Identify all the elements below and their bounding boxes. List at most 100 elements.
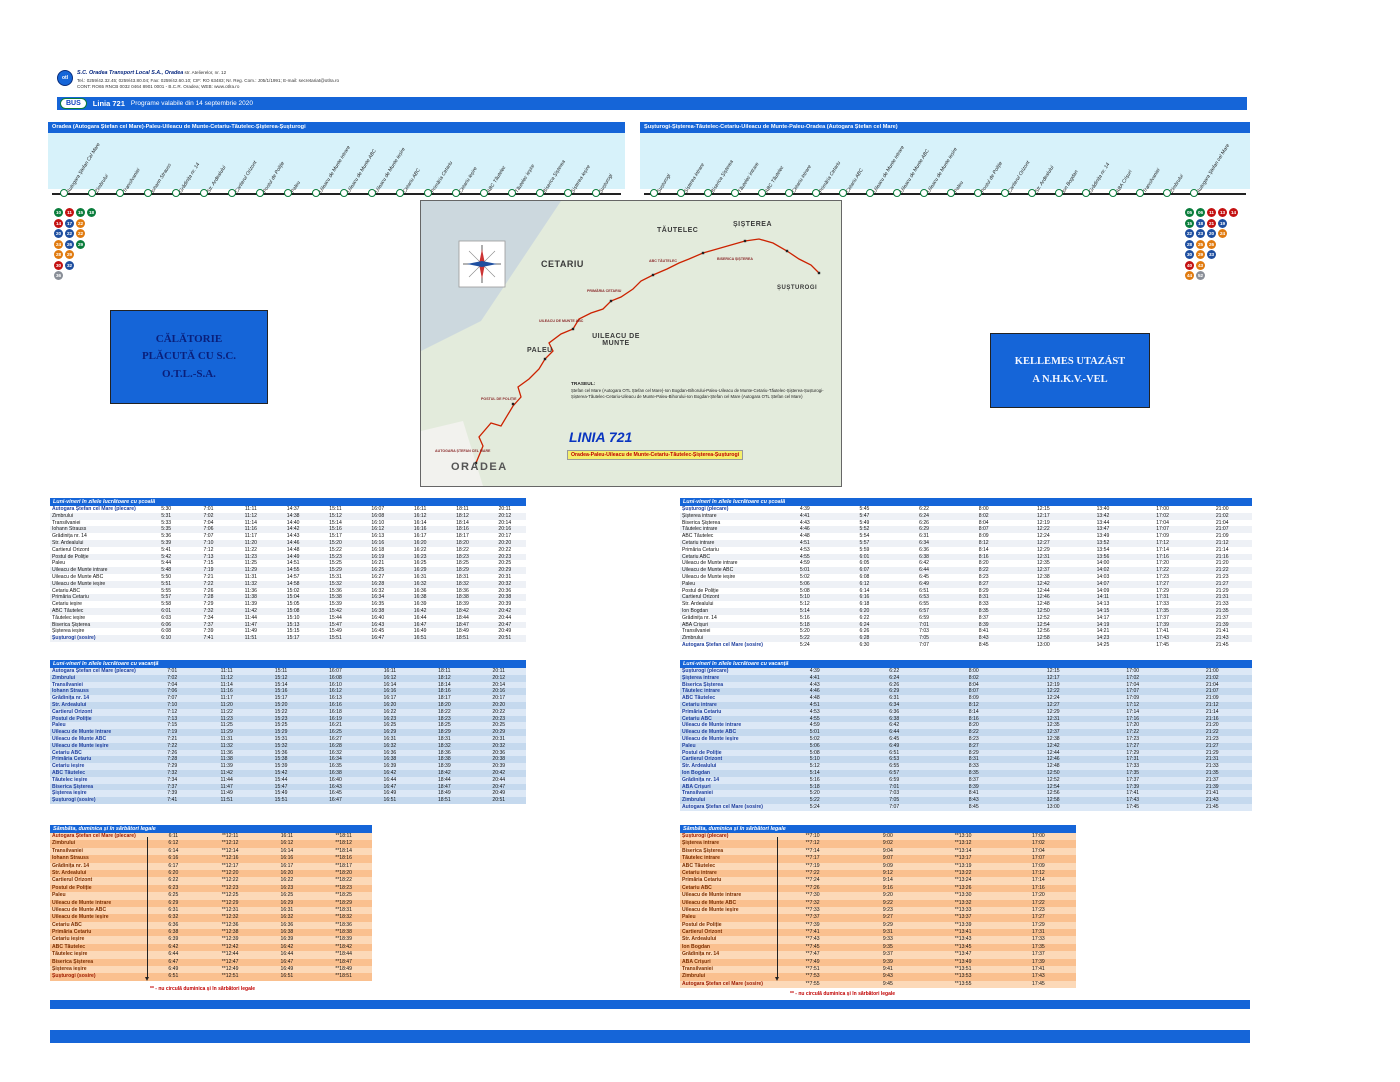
departure-badge: 44 [1185, 271, 1194, 280]
time-cell: 16:12 [413, 512, 427, 519]
time-cell: 11:39 [220, 763, 233, 770]
stop-name-cell: Biserica Șișterea [682, 847, 724, 854]
time-cell: 18:14 [456, 519, 469, 526]
time-cell: **12:11 [221, 833, 239, 839]
time-cell: 16:38 [413, 594, 427, 601]
time-cell: 8:02 [968, 674, 979, 681]
time-cell: 17:37 [1126, 776, 1140, 783]
stop-name-cell: ABC Tăutelec [52, 769, 86, 776]
time-cell: 6:44 [919, 567, 930, 574]
time-cell: 9:23 [882, 906, 893, 913]
stop-name-cell: Cetariu ABC [52, 587, 81, 594]
time-cell: 7:07 [167, 695, 178, 702]
time-cell: 9:14 [882, 877, 893, 884]
time-cell: 5:10 [799, 594, 810, 601]
bottom-bar-top [50, 1000, 1250, 1009]
time-cell: 20:31 [498, 573, 512, 580]
time-cell: 11:25 [220, 722, 233, 729]
time-cell: 16:47 [383, 783, 397, 790]
promo-box-hungarian: KELLEMES UTAZÁST A N.H.K.V.-VEL [990, 333, 1150, 408]
stop-name-cell: ABA Crișuri [682, 958, 711, 965]
time-cell: 15:12 [329, 512, 342, 519]
time-cell: 16:51 [383, 797, 397, 804]
departure-badge: 18 [87, 208, 96, 217]
valid-from-text: Programe valabile din 14 septembrie 2020 [130, 100, 254, 107]
time-cell: 16:31 [413, 573, 427, 580]
promo-line: KELLEMES UTAZÁST [1014, 355, 1126, 367]
time-cell: 14:48 [286, 546, 300, 553]
time-cell: 4:51 [799, 539, 810, 546]
time-cell: 20:38 [498, 594, 512, 601]
time-cell: 21:31 [1215, 594, 1229, 601]
departure-badge: 32 [65, 260, 74, 270]
time-cell: 12:29 [1036, 546, 1050, 553]
time-cell: 14:03 [1096, 573, 1110, 580]
time-cell: 15:49 [329, 628, 342, 635]
time-cell: 8:33 [968, 763, 979, 770]
time-cell: 17:31 [1126, 756, 1140, 763]
stop-name-cell: Uileacu de Munte ieșire [52, 580, 106, 587]
time-cell: 16:38 [383, 756, 397, 763]
time-cell: 6:55 [889, 763, 900, 770]
timetable-vacation-inbound: Luni-vineri în zilele lucrătoare cu vaca… [680, 660, 1252, 811]
time-cell: **18:23 [335, 884, 352, 891]
time-cell: 16:47 [413, 621, 427, 628]
time-cell: 18:12 [437, 674, 451, 681]
departure-badge: 30 [1185, 250, 1194, 259]
time-cell: 15:22 [274, 708, 288, 715]
time-cell: 12:48 [1036, 601, 1050, 608]
time-cell: 5:50 [161, 573, 172, 580]
time-cell: 16:25 [371, 567, 385, 574]
departure-badge: 20 [1207, 229, 1216, 238]
map-stop-label: BISERICA ȘIȘTEREA [717, 257, 754, 261]
stop-name-cell: ABA Crișuri [682, 783, 711, 790]
time-cell: 7:03 [919, 628, 930, 635]
stop-name-cell: Uileacu de Munte ABC [52, 735, 107, 742]
time-cell: 4:39 [809, 668, 820, 674]
time-cell: 16:14 [280, 847, 294, 854]
departure-badge: 11 [1207, 208, 1216, 217]
time-cell: 12:50 [1046, 769, 1060, 776]
time-cell: 14:42 [286, 526, 300, 533]
timetable-title: Luni-vineri în zilele lucrătoare cu școa… [50, 498, 526, 506]
time-cell: 20:32 [492, 742, 506, 749]
time-cell: 16:36 [383, 749, 397, 756]
time-cell: 18:32 [456, 580, 469, 587]
time-cell: 6:20 [859, 607, 870, 614]
time-cell: 17:29 [1126, 749, 1140, 756]
time-cell: 17:09 [1126, 695, 1140, 702]
time-cell: 6:57 [919, 607, 930, 614]
time-cell: **12:44 [221, 951, 239, 958]
time-cell: 15:29 [329, 567, 342, 574]
time-cell: 16:28 [371, 580, 385, 587]
time-cell: **13:19 [954, 862, 972, 869]
time-cell: 8:14 [968, 708, 979, 715]
stop-name-cell: Șușturogi (sosire) [52, 635, 96, 642]
time-cell: 6:08 [859, 573, 870, 580]
time-cell: 6:36 [919, 546, 930, 553]
time-cell: **18:32 [335, 914, 352, 921]
timetable-title: Sâmbăta, duminica și în sărbători legale [50, 825, 372, 833]
stop-name-cell: Autogara Ștefan cel Mare (plecare) [52, 833, 136, 839]
time-cell: **13:30 [954, 892, 972, 899]
time-cell: 8:31 [968, 756, 979, 763]
time-cell: 17:41 [1032, 966, 1045, 973]
company-name: S.C. Oradea Transport Local S.A., Oradea [77, 70, 184, 76]
time-cell: 15:11 [329, 506, 342, 512]
time-cell: **7:17 [805, 855, 820, 862]
time-cell: 6:57 [889, 769, 900, 776]
time-cell: 21:29 [1215, 587, 1229, 594]
time-cell: 17:43 [1156, 635, 1169, 642]
map-city-label: ORADEA [451, 461, 508, 473]
time-cell: 6:30 [859, 641, 870, 648]
time-cell: 11:44 [220, 776, 233, 783]
time-cell: **7:24 [805, 877, 820, 884]
